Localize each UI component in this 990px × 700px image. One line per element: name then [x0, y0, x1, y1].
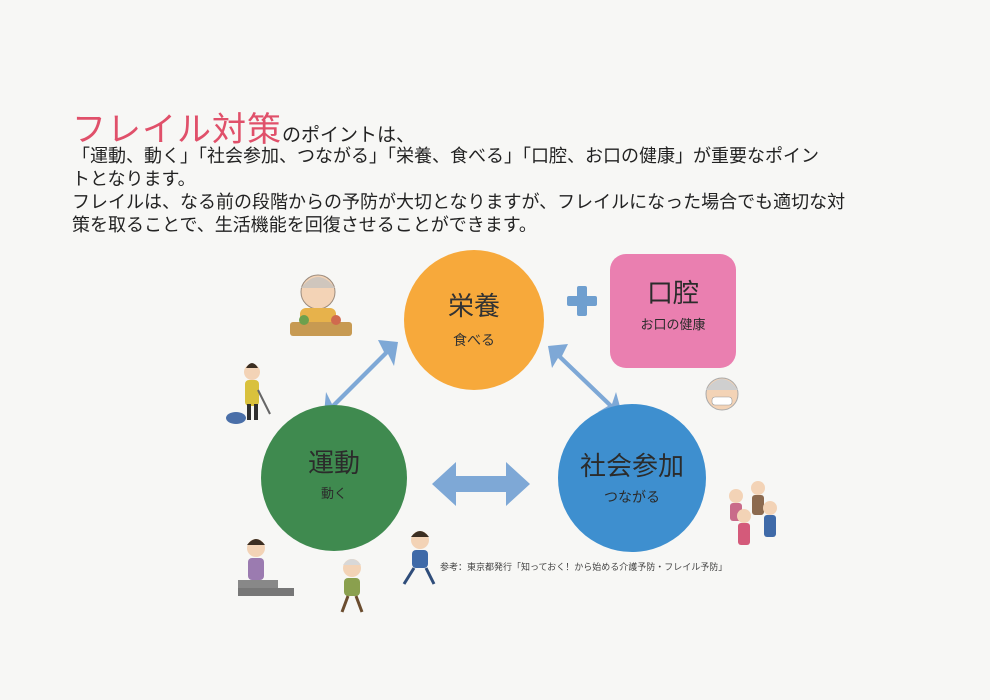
- social-title: 社会参加: [580, 452, 684, 482]
- oral-box: [610, 254, 736, 368]
- heading: フレイル対策のポイントは、: [72, 102, 415, 151]
- intro-paragraph: 「運動、動く」「社会参加、つながる」「栄養、食べる」「口腔、お口の健康」が重要な…: [72, 145, 952, 237]
- elderly-face-icon: [705, 377, 739, 411]
- arrow-nutrition-exercise: [324, 340, 398, 414]
- arrow-nutrition-social: [548, 344, 622, 414]
- exercising-person-icon: [402, 531, 436, 585]
- social-sub: つながる: [604, 490, 660, 506]
- heading-emphasis: フレイル対策: [72, 110, 282, 150]
- nutrition-sub: 食べる: [453, 332, 495, 349]
- stepping-person-icon: [238, 539, 294, 596]
- intro-line: 「運動、動く」「社会参加、つながる」「栄養、食べる」「口腔、お口の健康」が重要な…: [72, 146, 819, 167]
- exercise-sub: 動く: [321, 487, 347, 502]
- group-people-icon: [729, 481, 777, 545]
- plus-icon: [567, 286, 597, 316]
- intro-line: フレイルは、なる前の段階からの予防が大切となりますが、フレイルになった場合でも適…: [72, 192, 846, 213]
- vacuuming-person-icon: [226, 363, 271, 424]
- source-note: 参考：東京都発行「知っておく！から始める介護予防・フレイル予防」: [440, 561, 727, 573]
- exercise-circle: [261, 405, 407, 551]
- exercise-title: 運動: [308, 449, 360, 479]
- oral-sub: お口の健康: [640, 317, 705, 333]
- oral-title: 口腔: [647, 279, 699, 309]
- heading-rest: のポイントは、: [282, 124, 416, 146]
- social-circle: [558, 404, 706, 552]
- arrow-exercise-social: [432, 462, 530, 506]
- walking-person-icon: [340, 559, 364, 613]
- nutrition-circle: [404, 250, 544, 390]
- eating-person-icon: [290, 274, 352, 336]
- intro-line: トとなります。: [72, 169, 196, 190]
- nutrition-title: 栄養: [448, 292, 500, 322]
- intro-line: 策を取ることで、生活機能を回復させることができます。: [72, 215, 537, 236]
